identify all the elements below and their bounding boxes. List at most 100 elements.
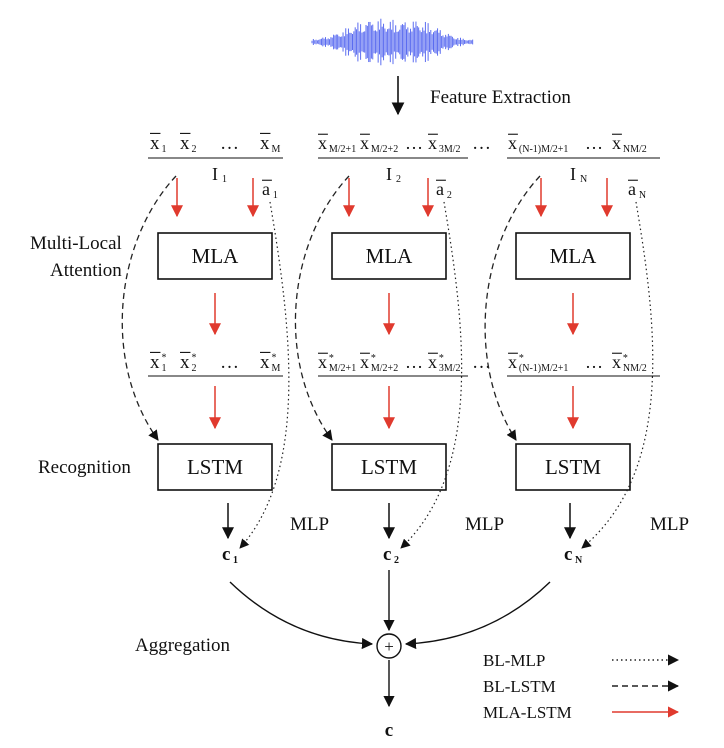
input-feature-base: x [360, 133, 369, 153]
input-feature-base: x [180, 133, 190, 154]
bl-lstm-arrow [484, 175, 541, 441]
attended-feature: x*NM/2 [612, 352, 647, 374]
mlp-label: MLP [465, 514, 504, 535]
feature-extraction-label: Feature Extraction [430, 87, 571, 108]
attended-feature-base: x [428, 352, 437, 372]
mla-label: MLA [366, 244, 414, 268]
audio-waveform-icon [311, 18, 474, 66]
aggregation-label: Aggregation [135, 635, 230, 656]
lstm-label: LSTM [361, 455, 417, 479]
input-feature-subscript: M/2+2 [371, 144, 398, 155]
input-feature: x(N-1)M/2+1 [508, 133, 568, 155]
attended-feature: x*M/2+2 [360, 352, 398, 374]
cN-to-sum-arrow [404, 581, 551, 650]
attended-feature: … [585, 352, 603, 372]
input-feature-base: … [585, 133, 603, 153]
attended-feature-base: x [508, 352, 517, 372]
anchor-label-subscript: 1 [273, 190, 278, 201]
interval-subscript: 2 [396, 174, 401, 185]
attended-feature: … [220, 352, 239, 373]
input-feature-base: … [405, 133, 423, 153]
block-output: c [222, 544, 230, 565]
interval-subscript: 1 [222, 174, 227, 185]
attended-feature-superscript: * [439, 353, 444, 364]
attended-feature: x*3M/2 [428, 352, 461, 374]
block-output-subscript: 1 [233, 555, 238, 566]
input-feature-subscript: 2 [191, 144, 196, 155]
attended-feature-subscript: 2 [191, 363, 196, 374]
block-output-subscript: N [575, 555, 583, 566]
anchor-label-subscript: N [639, 190, 646, 201]
attended-feature: x*(N-1)M/2+1 [508, 352, 568, 374]
attended-feature-superscript: * [371, 353, 376, 364]
attended-feature: x*M/2+1 [318, 352, 356, 374]
multi-local-attention-label-line1: Multi-Local [30, 233, 122, 254]
attended-feature-superscript: * [161, 352, 166, 363]
bl-lstm-arrow [121, 175, 177, 441]
attended-feature-superscript: * [623, 353, 628, 364]
lstm-box [515, 443, 631, 491]
mla-label: MLA [550, 244, 598, 268]
mla-label: MLA [192, 244, 240, 268]
input-feature-base: x [508, 133, 517, 153]
input-feature-base: x [318, 133, 327, 153]
anchor-label-base: a [262, 179, 270, 199]
input-feature-subscript: (N-1)M/2+1 [519, 144, 569, 155]
mlp-label: MLP [650, 514, 689, 535]
mla-box [331, 232, 447, 280]
input-feature: … [585, 133, 603, 153]
input-feature-subscript: 1 [161, 144, 166, 155]
input-feature-subscript: M/2+1 [329, 144, 356, 155]
attended-feature: x*1 [150, 351, 166, 374]
anchor-label-base: a [436, 179, 444, 199]
input-feature: … [405, 133, 423, 153]
input-feature-base: x [612, 133, 621, 153]
aggregation-symbol: + [384, 637, 394, 656]
attended-feature-base: x [260, 352, 270, 373]
input-feature-subscript: 3M/2 [439, 144, 461, 155]
mlp-label: MLP [290, 514, 329, 535]
c1-to-sum-arrow [229, 581, 374, 650]
multi-local-attention-label-line2: Attention [50, 260, 122, 281]
attended-feature: … [405, 352, 423, 372]
bl-mlp-arrow [581, 201, 654, 549]
anchor-label-subscript: 2 [447, 190, 452, 201]
legend-label: MLA-LSTM [483, 703, 572, 722]
mla-box [157, 232, 273, 280]
legend-label: BL-LSTM [483, 677, 556, 696]
mla-box [515, 232, 631, 280]
interval-subscript: N [580, 174, 587, 185]
attended-feature-base: … [220, 352, 239, 373]
lstm-label: LSTM [187, 455, 243, 479]
attended-feature-base: x [318, 352, 327, 372]
attended-feature-subscript: (N-1)M/2+1 [519, 363, 569, 374]
attended-feature-base: x [150, 352, 160, 373]
interval-label: I [212, 164, 218, 184]
lstm-label: LSTM [545, 455, 601, 479]
attended-feature-subscript: 1 [161, 363, 166, 374]
between-blocks-ellipsis: … [472, 133, 491, 154]
anchor-label-base: a [628, 179, 636, 199]
input-feature-base: x [260, 133, 270, 154]
input-feature-base: x [150, 133, 160, 154]
attended-feature-superscript: * [329, 353, 334, 364]
block-output: c [564, 544, 572, 565]
input-feature-base: … [220, 133, 239, 154]
attended-feature-subscript: M/2+1 [329, 363, 356, 374]
recognition-label: Recognition [38, 457, 131, 478]
interval-label: I [570, 164, 576, 184]
attended-feature-base: x [180, 352, 190, 373]
bl-lstm-arrow [294, 175, 350, 441]
